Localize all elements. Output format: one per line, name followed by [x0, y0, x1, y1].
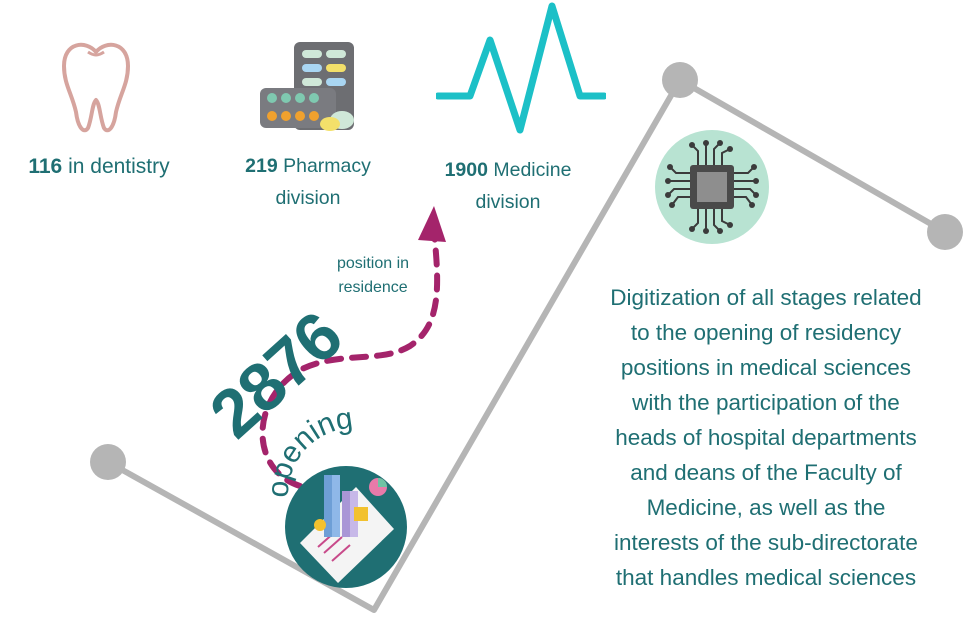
description-line: Medicine, as well as the — [646, 495, 886, 520]
tooth-icon — [62, 42, 130, 133]
description-line: that handles medical sciences — [615, 565, 917, 590]
stat-number: 116 — [28, 155, 63, 178]
description-line: positions in medical sciences — [620, 355, 912, 380]
stat-label: Pharmacy — [283, 155, 371, 177]
opening-label: opening — [262, 402, 355, 499]
stat-label: Medicine — [493, 159, 572, 181]
stat-label-2: division — [475, 191, 541, 213]
connector-dot — [662, 62, 698, 98]
connector-dot — [90, 444, 126, 480]
description-line: Digitization of all stages related — [610, 285, 922, 310]
description-text: Digitization of all stages related to th… — [556, 280, 973, 595]
stat-number: 219 — [245, 155, 278, 177]
stat-dentistry: 116 in dentistry — [2, 151, 196, 183]
arrowhead-icon — [418, 206, 446, 242]
description-line: with the participation of the — [632, 390, 900, 415]
stat-label: in dentistry — [68, 155, 170, 178]
stat-medicine: 1900 Medicine division — [420, 154, 596, 218]
description-line: interests of the sub-directorate — [614, 530, 918, 555]
report-icon — [285, 466, 407, 588]
position-note: position in residence — [318, 252, 428, 300]
svg-text:opening: opening — [262, 402, 355, 499]
position-note-line: residence — [338, 279, 408, 296]
opening-word: opening — [262, 402, 355, 499]
description-line: heads of hospital departments — [615, 425, 917, 450]
position-note-line: position in — [336, 255, 410, 272]
connector-dot — [927, 214, 963, 250]
heartbeat-icon — [436, 2, 606, 134]
description-line: and deans of the Faculty of — [630, 460, 902, 485]
chip-icon — [655, 130, 769, 244]
description-line: to the opening of residency — [630, 320, 902, 345]
stat-number: 1900 — [444, 159, 488, 181]
stat-pharmacy: 219 Pharmacy division — [220, 150, 396, 214]
pills-icon — [260, 42, 354, 131]
stat-label-2: division — [275, 187, 341, 209]
